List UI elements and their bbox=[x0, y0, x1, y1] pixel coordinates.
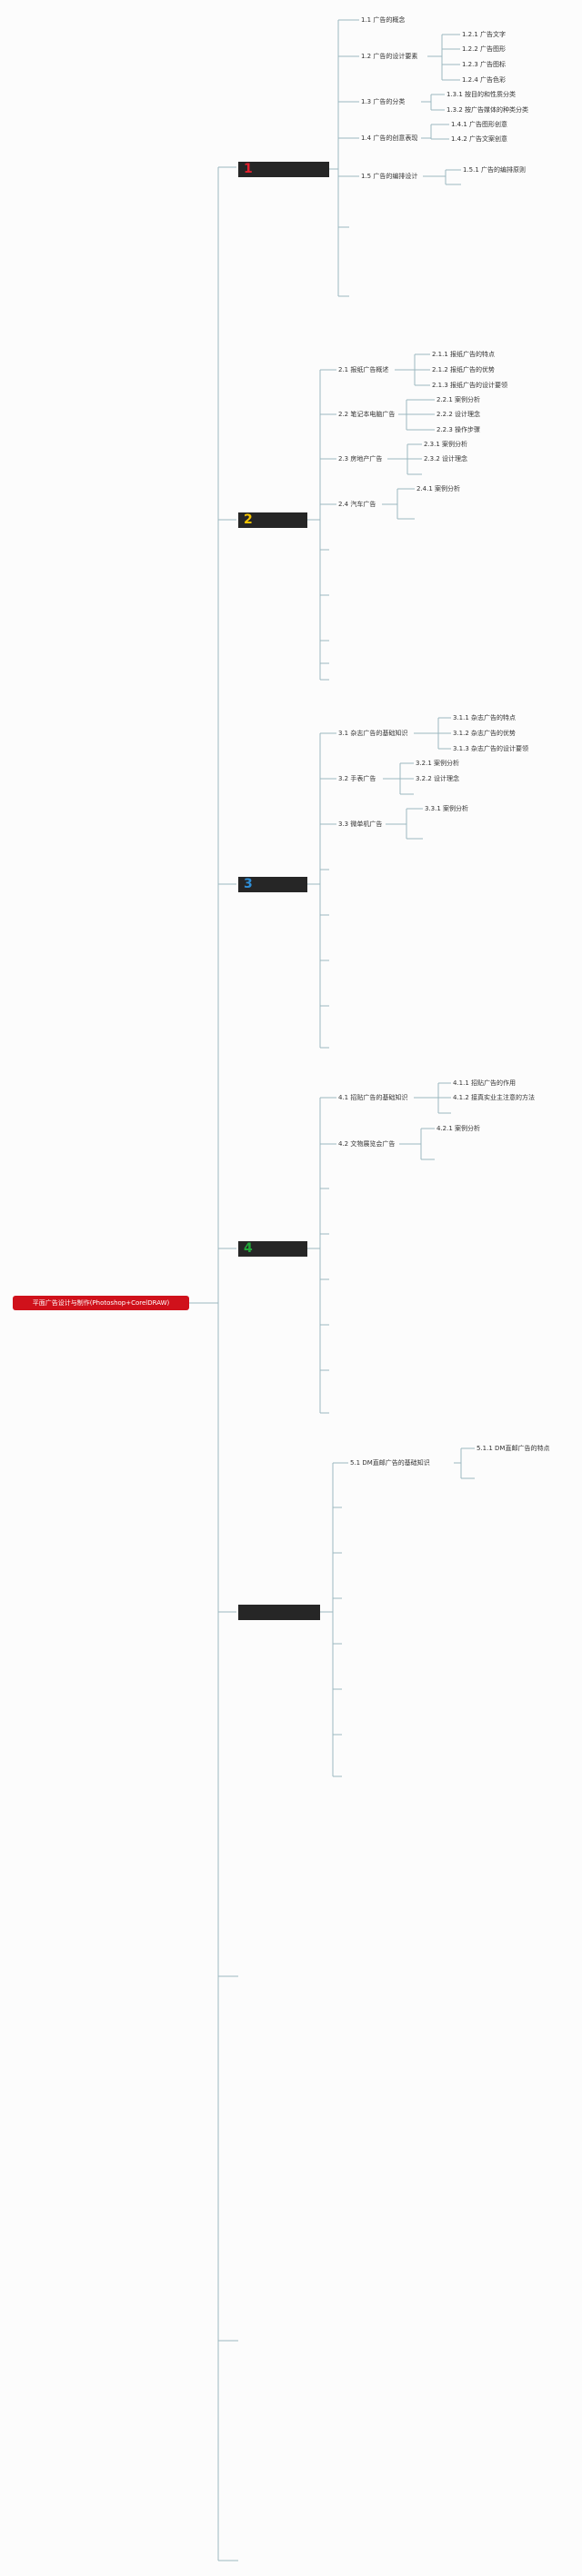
topic-3-1[interactable]: 3.1 杂志广告的基础知识 bbox=[338, 730, 408, 737]
chapter-2-number: 2 bbox=[244, 512, 253, 527]
topic-1-4-2[interactable]: 1.4.2 广告文案创意 bbox=[451, 135, 508, 143]
chapter-4-node[interactable]: 4 bbox=[238, 1241, 307, 1257]
topic-4-2-1[interactable]: 4.2.1 案例分析 bbox=[436, 1125, 481, 1132]
topic-2-1-2[interactable]: 2.1.2 报纸广告的优势 bbox=[432, 366, 496, 373]
topic-1-4[interactable]: 1.4 广告的创意表现 bbox=[361, 134, 418, 142]
topic-1-4-1[interactable]: 1.4.1 广告图形创意 bbox=[451, 121, 508, 128]
topic-2-2[interactable]: 2.2 笔记本电脑广告 bbox=[338, 411, 396, 418]
chapter-3-node[interactable]: 3 bbox=[238, 877, 307, 892]
topic-2-3[interactable]: 2.3 房地产广告 bbox=[338, 455, 383, 462]
topic-2-3-2[interactable]: 2.3.2 设计理念 bbox=[424, 455, 468, 462]
topic-2-2-1[interactable]: 2.2.1 案例分析 bbox=[436, 396, 481, 403]
topic-2-4[interactable]: 2.4 汽车广告 bbox=[338, 501, 376, 508]
topic-3-1-1[interactable]: 3.1.1 杂志广告的特点 bbox=[453, 714, 517, 721]
topic-1-3-1[interactable]: 1.3.1 按目的和性质分类 bbox=[447, 91, 517, 98]
chapter-3-number: 3 bbox=[244, 877, 253, 891]
topic-3-2[interactable]: 3.2 手表广告 bbox=[338, 775, 376, 782]
chapter-2-node[interactable]: 2 bbox=[238, 512, 307, 528]
chapter-1-node[interactable]: 1 bbox=[238, 162, 329, 177]
chapter-4-number: 4 bbox=[244, 1241, 253, 1256]
topic-1-3-2[interactable]: 1.3.2 按广告媒体的种类分类 bbox=[447, 106, 529, 114]
topic-3-2-2[interactable]: 3.2.2 设计理念 bbox=[416, 775, 460, 782]
topic-4-1-2[interactable]: 4.1.2 接真实业主注意的方法 bbox=[453, 1094, 536, 1101]
topic-2-4-1[interactable]: 2.4.1 案例分析 bbox=[416, 485, 461, 492]
topic-5-1-1[interactable]: 5.1.1 DM直邮广告的特点 bbox=[477, 1445, 550, 1452]
topic-3-3[interactable]: 3.3 微单机广告 bbox=[338, 821, 383, 828]
topic-1-2-4[interactable]: 1.2.4 广告色彩 bbox=[462, 76, 507, 84]
topic-2-2-3[interactable]: 2.2.3 操作步骤 bbox=[436, 426, 481, 433]
topic-4-2[interactable]: 4.2 文物展览会广告 bbox=[338, 1140, 396, 1148]
topic-1-2[interactable]: 1.2 广告的设计要素 bbox=[361, 53, 418, 60]
topic-3-3-1[interactable]: 3.3.1 案例分析 bbox=[425, 805, 469, 812]
topic-2-1-3[interactable]: 2.1.3 报纸广告的设计要领 bbox=[432, 382, 508, 389]
topic-1-5[interactable]: 1.5 广告的编排设计 bbox=[361, 173, 418, 180]
topic-2-3-1[interactable]: 2.3.1 案例分析 bbox=[424, 441, 468, 448]
topic-2-1[interactable]: 2.1 报纸广告概述 bbox=[338, 366, 389, 373]
topic-1-1[interactable]: 1.1 广告的概念 bbox=[361, 16, 406, 24]
topic-2-1-1[interactable]: 2.1.1 报纸广告的特点 bbox=[432, 351, 496, 358]
root-node[interactable]: 平面广告设计与制作(Photoshop+CorelDRAW) bbox=[13, 1296, 189, 1310]
chapter-5-node[interactable] bbox=[238, 1605, 320, 1620]
topic-1-2-2[interactable]: 1.2.2 广告图形 bbox=[462, 45, 507, 53]
topic-3-1-2[interactable]: 3.1.2 杂志广告的优势 bbox=[453, 730, 517, 737]
topic-4-1[interactable]: 4.1 招贴广告的基础知识 bbox=[338, 1094, 408, 1101]
topic-1-3[interactable]: 1.3 广告的分类 bbox=[361, 98, 406, 105]
topic-1-5-1[interactable]: 1.5.1 广告的编排原则 bbox=[463, 166, 527, 174]
topic-1-2-1[interactable]: 1.2.1 广告文字 bbox=[462, 31, 507, 38]
topic-4-1-1[interactable]: 4.1.1 招贴广告的作用 bbox=[453, 1079, 517, 1087]
topic-1-2-3[interactable]: 1.2.3 广告图标 bbox=[462, 61, 507, 68]
topic-2-2-2[interactable]: 2.2.2 设计理念 bbox=[436, 411, 481, 418]
topic-3-1-3[interactable]: 3.1.3 杂志广告的设计要领 bbox=[453, 745, 529, 752]
topic-5-1[interactable]: 5.1 DM直邮广告的基础知识 bbox=[350, 1459, 430, 1467]
chapter-1-number: 1 bbox=[244, 162, 253, 176]
topic-3-2-1[interactable]: 3.2.1 案例分析 bbox=[416, 760, 460, 767]
